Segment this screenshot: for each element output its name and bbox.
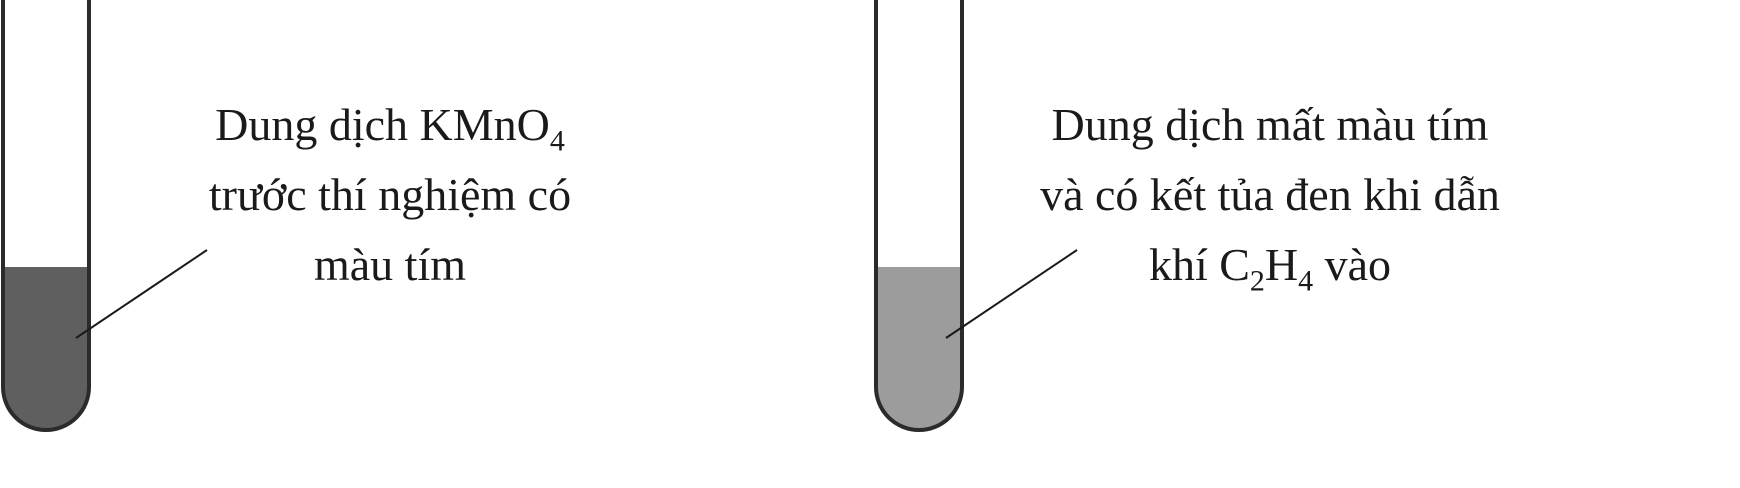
- right-tube-outline: [874, 0, 964, 432]
- left-caption-line-2: trước thí nghiệm có: [208, 169, 572, 220]
- left-tube-caption: Dung dịch KMnO4 trước thí nghiệm có màu …: [170, 90, 610, 300]
- left-caption-line-3: màu tím: [313, 239, 467, 290]
- left-tube-liquid: [3, 267, 89, 430]
- left-tube-outline: [1, 0, 91, 432]
- right-tube-liquid: [876, 267, 962, 430]
- right-tube-caption: Dung dịch mất màu tím và có kết tủa đen …: [985, 90, 1555, 300]
- right-caption-line-3: khí C2H4 vào: [1148, 239, 1392, 298]
- right-test-tube: [874, 0, 1078, 432]
- left-pointer-line: [75, 249, 208, 339]
- left-caption-line-1: Dung dịch KMnO4: [215, 99, 565, 158]
- right-caption-line-2: và có kết tủa đen khi dẫn: [1040, 169, 1500, 220]
- left-test-tube: [1, 0, 208, 432]
- right-caption-line-1: Dung dịch mất màu tím: [1051, 99, 1489, 150]
- right-pointer-line: [945, 249, 1078, 339]
